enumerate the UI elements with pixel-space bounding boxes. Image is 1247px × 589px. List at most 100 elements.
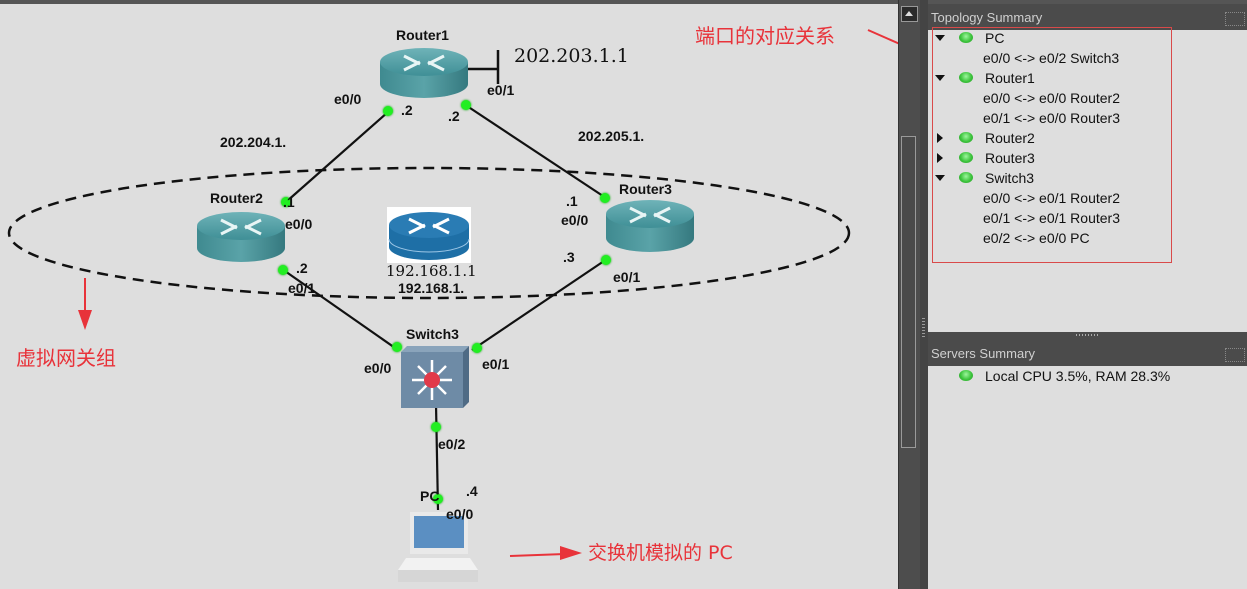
splitter-grip[interactable] [922,318,925,338]
switch3-port-right: e0/1 [482,356,510,372]
status-led-icon [959,152,973,163]
port-dot-switch3-e0-0 [392,342,402,352]
node-name: Switch3 [985,170,1035,186]
switch3-port-bottom: e0/2 [438,436,466,452]
topology-canvas[interactable]: Router1 202.203.1.1 e0/0 .2 e0/1 .2 202.… [0,4,898,589]
port-dot-router3-e0-0 [600,193,610,203]
expand-icon[interactable] [935,75,945,81]
network-right-label: 202.205.1. [578,128,645,144]
router3-ip-bottom: .3 [563,249,575,265]
switch-pc-arrow [509,553,566,557]
tree-link: e0/2 <-> e0/0 PC [983,230,1090,246]
tree-link: e0/1 <-> e0/0 Router3 [983,110,1120,126]
canvas-vertical-scrollbar[interactable] [898,0,921,589]
virtual-router-icon [387,207,471,263]
servers-summary-title: Servers Summary [931,346,1036,361]
link-router2-switch3[interactable] [281,268,399,351]
panel-splitter[interactable] [920,0,928,589]
router1-external-ip: 202.203.1.1 [514,45,629,67]
server-item[interactable]: Local CPU 3.5%, RAM 28.3% [928,366,1228,386]
virtual-gateway-group-ellipse [7,166,851,300]
router1-label: Router1 [396,27,449,43]
expand-icon[interactable] [935,35,945,41]
status-led-icon [959,32,973,43]
tree-node-switch3[interactable]: Switch3 [928,168,1168,188]
router2-port-top: e0/0 [285,216,313,232]
splitter-grip[interactable] [1076,334,1098,336]
pc-ip: .4 [466,483,478,499]
router2-ip-top: .1 [283,194,295,210]
router2-label: Router2 [210,190,263,206]
dock-float-icon[interactable] [1225,12,1245,26]
tree-node-pc[interactable]: PC [928,28,1168,48]
port-mapping-highlight [932,27,1172,263]
port-dot-router2-e0-1 [278,265,288,275]
tree-link: e0/0 <-> e0/1 Router2 [983,190,1120,206]
expand-icon[interactable] [935,175,945,181]
port-dot-router2-e0-0 [281,197,291,207]
servers-summary-header: Servers Summary [928,340,1247,366]
pc-label: PC [420,488,440,504]
topology-summary-header: Topology Summary [928,4,1247,30]
port-dot-router1-e0-1 [461,100,471,110]
switch-pc-arrowhead [560,546,582,560]
topology-links [7,29,898,582]
status-led-icon [959,172,973,183]
collapse-icon[interactable] [937,153,943,163]
port-dot-router3-e0-1 [601,255,611,265]
dock-float-icon[interactable] [1225,348,1245,362]
link-router1-router2[interactable] [285,111,389,203]
router1-icon[interactable] [380,48,468,98]
link-switch3-pc[interactable] [434,403,440,511]
virtual-gateway-arrowhead [78,310,92,330]
summary-splitter[interactable] [928,328,1247,340]
tree-link: e0/0 <-> e0/0 Router2 [983,90,1120,106]
router2-ip-bottom: .2 [296,260,308,276]
servers-summary-panel: Servers Summary Local CPU 3.5%, RAM 28.3… [928,340,1247,589]
network-lan-label: 192.168.1. [398,280,465,296]
scroll-up-button[interactable] [901,6,918,22]
server-status-text: Local CPU 3.5%, RAM 28.3% [985,368,1171,384]
scrollbar-thumb[interactable] [901,136,916,448]
topology-summary-panel: Topology Summary PC e0/0 <-> e0/2 Switch… [928,4,1247,328]
tree-link: e0/1 <-> e0/1 Router3 [983,210,1120,226]
port-dot-switch3-e0-1 [472,343,482,353]
router3-icon[interactable] [606,200,694,252]
link-router3-switch3[interactable] [471,258,608,351]
router3-port-bottom: e0/1 [613,269,641,285]
virtual-router-ip: 192.168.1.1 [386,262,477,280]
tree-node-router1[interactable]: Router1 [928,68,1168,88]
router1-port-e0-0: e0/0 [334,91,362,107]
status-led-icon [959,370,973,381]
router3-label: Router3 [619,181,672,197]
switch3-port-left: e0/0 [364,360,392,376]
port-dot-router1-e0-0 [383,106,393,116]
node-name: Router2 [985,130,1035,146]
port-dot-pc-e0-0 [433,494,443,504]
router1-ip-left: .2 [401,102,413,118]
port-mapping-arrow [867,29,898,45]
router2-port-bottom: e0/1 [288,280,316,296]
switch3-label: Switch3 [406,326,459,342]
status-led-icon [959,132,973,143]
tree-node-router2[interactable]: Router2 [928,128,1168,148]
window-top-border [0,0,1247,4]
router2-icon[interactable] [197,212,285,262]
switch3-icon[interactable] [401,346,469,408]
virtual-gateway-annotation: 虚拟网关组 [16,346,116,370]
router3-port-top: e0/0 [561,212,589,228]
pc-port: e0/0 [446,506,474,522]
switch-pc-annotation: 交换机模拟的 PC [588,542,733,564]
router1-port-e0-1: e0/1 [487,82,515,98]
node-name: Router3 [985,150,1035,166]
collapse-icon[interactable] [937,133,943,143]
node-name: Router1 [985,70,1035,86]
link-router1-router3[interactable] [466,105,607,199]
tree-link: e0/0 <-> e0/2 Switch3 [983,50,1120,66]
network-left-label: 202.204.1. [220,134,287,150]
topology-summary-title: Topology Summary [931,10,1043,25]
pc-icon[interactable] [398,512,478,582]
port-mapping-annotation: 端口的对应关系 [695,24,835,48]
tree-node-router3[interactable]: Router3 [928,148,1168,168]
node-name: PC [985,30,1005,46]
